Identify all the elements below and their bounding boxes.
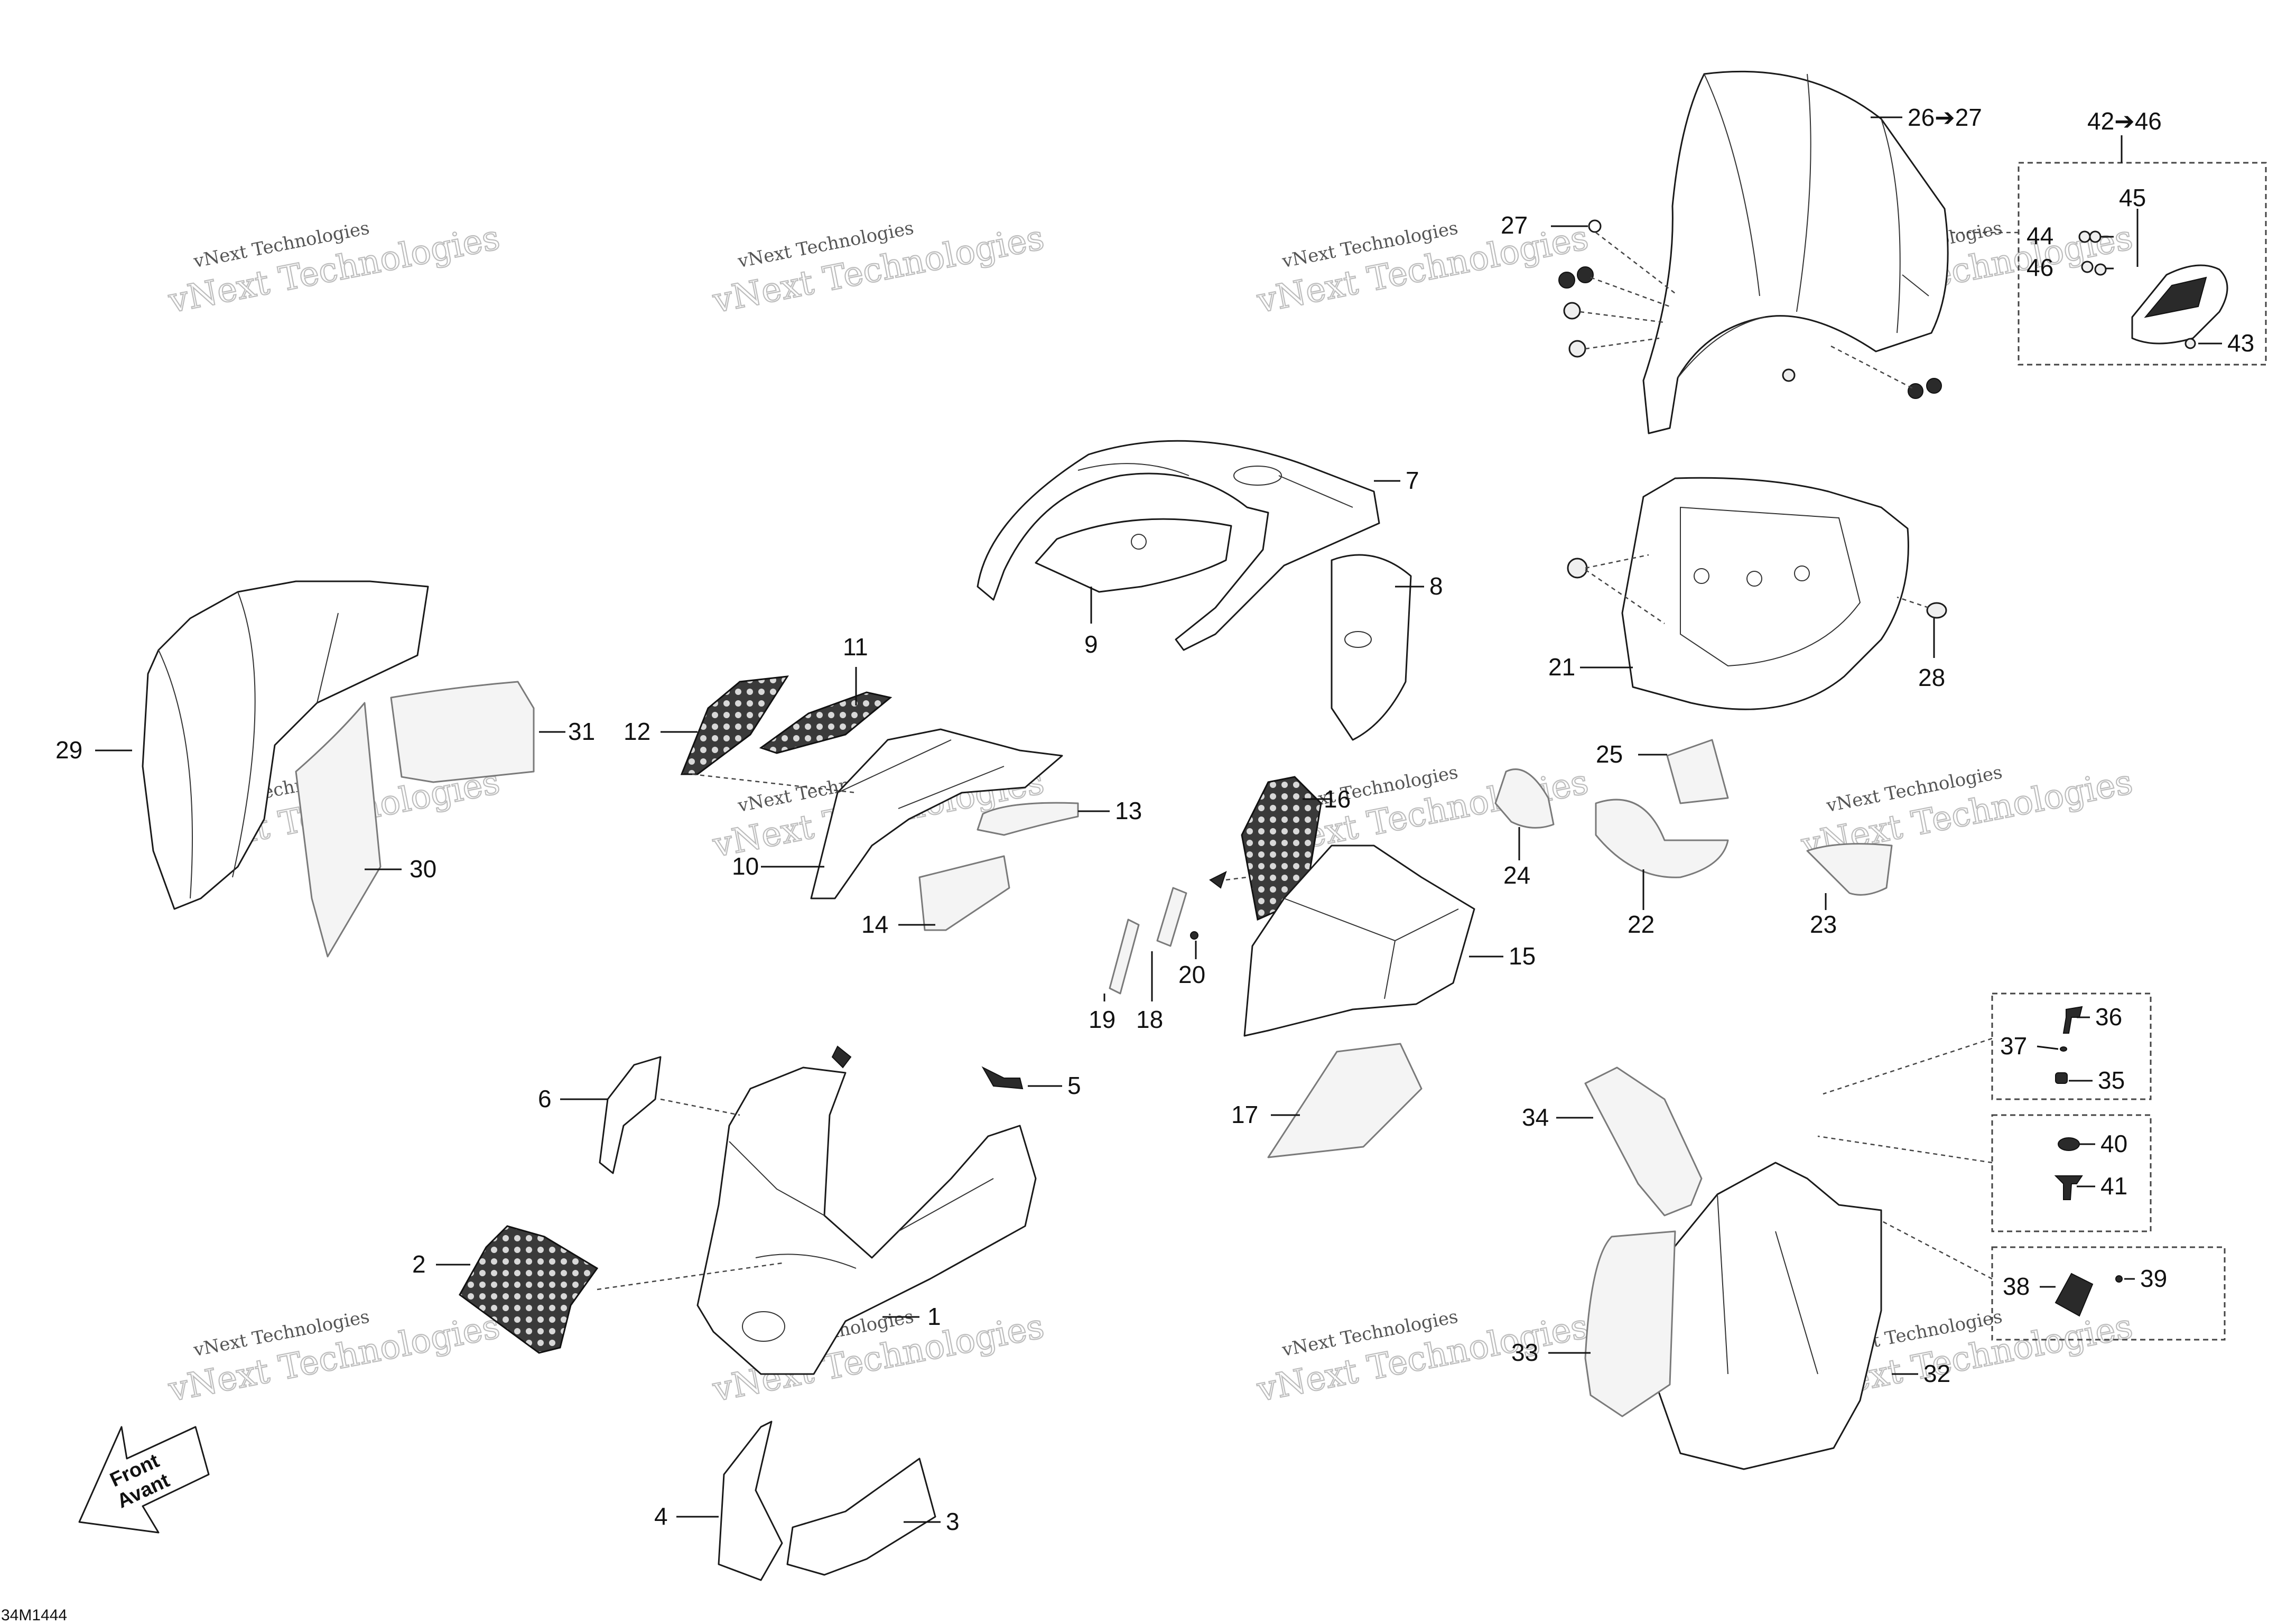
callout-2: 2 [412,1250,426,1278]
part-nose-bracket [599,1056,740,1174]
callout-12: 12 [624,718,650,745]
callout-39: 39 [2140,1265,2167,1292]
callout-4: 4 [654,1502,668,1530]
callout-40: 40 [2100,1130,2127,1157]
callout-17: 17 [1231,1101,1258,1128]
callout-23: 23 [1810,911,1837,938]
callout-14: 14 [861,911,888,938]
part-right-duct-upper [1494,768,1555,829]
part-windshield-fasteners [1558,219,1942,399]
callout-31: 31 [568,718,595,745]
callout-26-27: 26➔27 [1908,104,1982,131]
hardware-group-box-35-37 [1991,992,2152,1100]
part-instrument-panel [810,728,1063,899]
leader-lines [95,116,2222,1523]
callout-29: 29 [55,736,82,764]
watermark-top-left: vNext Technologies vNext Technologies [164,217,503,321]
part-console-panel [1035,518,1232,593]
part-lower-trim-right [786,1458,936,1576]
part-fastener-clip [831,1045,1024,1090]
callout-3: 3 [946,1508,960,1535]
callout-37: 37 [2000,1032,2027,1060]
part-right-upper-bracket [1584,1066,1703,1217]
callout-45: 45 [2119,184,2146,211]
part-panel-insulation [918,855,1010,931]
part-mirror [2078,230,2228,349]
part-side-cover-right [1331,554,1412,741]
part-left-side-panel [142,580,429,910]
callout-5: 5 [1067,1072,1081,1099]
part-right-side-panel [1648,1162,1882,1470]
part-air-intake-housing [1243,845,1475,1037]
watermark-bottom-right-center: vNext Technologies vNext Technologies [1253,1306,1592,1410]
callout-11: 11 [843,633,868,661]
part-left-insulation [390,681,535,783]
callout-22: 22 [1628,911,1654,938]
watermark-top-right-center: vNext Technologies vNext Technologies [1253,217,1592,321]
front-direction-arrow: Front Avant [78,1426,210,1534]
callout-15: 15 [1509,942,1536,970]
part-right-duct-lower [1595,799,1729,878]
callout-43: 43 [2227,329,2254,357]
callout-38: 38 [2003,1273,2030,1300]
callout-24: 24 [1503,861,1530,889]
part-windshield [1642,70,1949,434]
part-intake-cover [1267,1043,1423,1158]
callout-16: 16 [1324,785,1351,813]
part-right-bracket [1806,843,1893,896]
part-upper-vent-grille [759,691,893,754]
callout-labels: 26➔27 27 42➔46 45 44 46 43 7 8 9 21 28 2… [55,104,2254,1535]
callout-1: 1 [927,1303,941,1330]
callout-25: 25 [1596,740,1623,768]
callout-28: 28 [1918,664,1945,691]
callout-30: 30 [410,855,436,883]
part-side-vent-grille [680,675,857,794]
callout-18: 18 [1136,1006,1163,1033]
part-left-lower-cover [295,702,382,958]
part-right-duct-pad [1666,739,1729,804]
callout-6: 6 [538,1085,552,1112]
part-front-grille [459,1225,599,1354]
hardware-group-box-40-41 [1991,1114,2152,1232]
diagram-reference-code: 34M1444 [1,1607,67,1624]
part-right-lower-cover [1584,1230,1676,1417]
callout-46: 46 [2027,254,2053,281]
callout-10: 10 [732,852,759,880]
callout-34: 34 [1522,1103,1549,1131]
callout-7: 7 [1406,467,1419,494]
callout-27: 27 [1501,211,1528,239]
callout-20: 20 [1178,961,1205,988]
watermark-bottom-left: vNext Technologies vNext Technologies [164,1306,503,1410]
callout-36: 36 [2095,1003,2122,1031]
callout-44: 44 [2027,222,2053,249]
callout-42-46: 42➔46 [2087,107,2162,135]
callout-32: 32 [1923,1360,1950,1387]
callout-35: 35 [2098,1066,2125,1094]
part-panel-trim [977,802,1079,836]
callout-19: 19 [1089,1006,1116,1033]
callout-21: 21 [1548,653,1575,681]
part-intake-seals [1109,887,1198,995]
callout-33: 33 [1511,1339,1538,1366]
callout-8: 8 [1429,572,1443,600]
part-upper-console [977,440,1380,651]
part-front-nose [696,1066,1037,1375]
callout-41: 41 [2100,1172,2127,1200]
hardware-group-box-38-39 [1991,1246,2226,1341]
watermark-top-center: vNext Technologies vNext Technologies [709,217,1047,321]
part-grommets [1567,554,1947,625]
hardware-fasteners [1817,1006,2123,1317]
callout-13: 13 [1115,797,1142,824]
part-lower-trim-left [718,1421,783,1581]
part-headlight-housing [1621,477,1909,710]
callout-9: 9 [1084,630,1098,658]
